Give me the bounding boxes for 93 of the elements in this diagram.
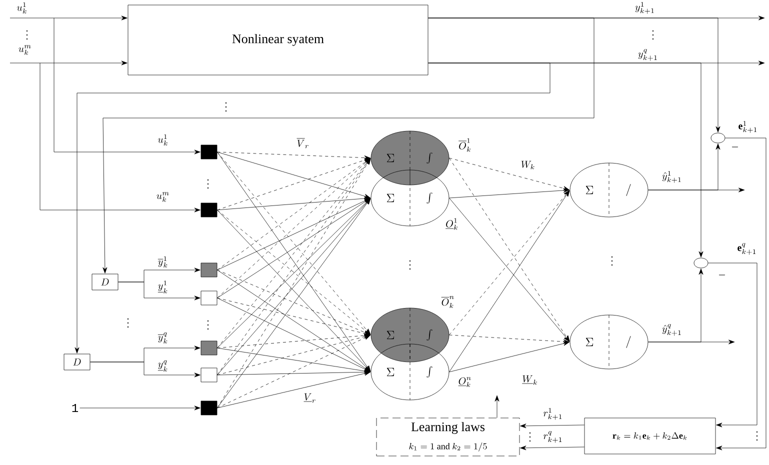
summing-junction xyxy=(710,132,726,144)
delay-box: $D$ xyxy=(92,274,118,290)
arrow xyxy=(10,60,128,66)
arrow xyxy=(217,335,370,408)
signal-label: $\overline{y}_k^1$ xyxy=(158,256,168,268)
arrow xyxy=(494,395,500,418)
arrow xyxy=(74,62,550,354)
arrow xyxy=(217,298,370,372)
signal-label: $y_{k+1}^1$ xyxy=(635,2,654,14)
arrow xyxy=(716,138,766,450)
signal-label: $\underline{V}_r$ xyxy=(304,393,316,403)
arrow xyxy=(217,198,370,270)
delay-box: $D$ xyxy=(64,354,90,370)
arrow xyxy=(90,362,200,378)
arrow xyxy=(708,262,758,428)
summing-junction xyxy=(694,258,708,268)
vertical-ellipsis: $\vdots$ xyxy=(127,318,129,328)
input-square xyxy=(200,368,218,382)
arrow xyxy=(217,198,371,348)
signal-label: $u_k^1$ xyxy=(16,2,26,14)
signal-label: $\underline{W}_k$ xyxy=(522,375,537,385)
arrow xyxy=(217,152,370,198)
arrow xyxy=(648,144,720,190)
signal-label: $\overline{V}_r$ xyxy=(296,138,308,148)
signal-label: $y_{k+1}^q$ xyxy=(638,49,657,61)
signal-label: $u_k^m$ xyxy=(18,45,31,55)
edge-label: $r_{k+1}^q$ xyxy=(544,431,562,443)
signal-label: $\overline{O}_k^n$ xyxy=(441,296,454,308)
minus-sign: $-$ xyxy=(732,146,738,148)
arrow xyxy=(449,334,570,344)
arrow xyxy=(449,158,570,342)
input-square xyxy=(200,400,218,416)
arrow xyxy=(54,18,200,154)
signal-label: $u_k^m$ xyxy=(156,192,169,202)
arrow xyxy=(217,371,370,408)
vertical-ellipsis: $\vdots$ xyxy=(529,432,531,442)
arrow xyxy=(520,424,584,428)
arrow xyxy=(217,158,371,298)
arrow xyxy=(217,370,370,376)
vertical-ellipsis: $\vdots$ xyxy=(225,102,227,112)
arrow xyxy=(217,334,370,376)
signal-label: $\hat{y}_{k+1}^1$ xyxy=(662,170,681,183)
input-square xyxy=(200,290,218,306)
arrow xyxy=(648,268,704,342)
vertical-ellipsis: $\vdots$ xyxy=(409,260,411,270)
input-square xyxy=(200,202,218,218)
signal-label: $\overline{y}_k^q$ xyxy=(158,332,168,344)
signal-label: $\underline{O}_k^n$ xyxy=(458,376,471,387)
vertical-ellipsis: $\vdots$ xyxy=(207,179,209,189)
vertical-ellipsis: $\vdots$ xyxy=(756,431,758,441)
arrow xyxy=(118,282,200,300)
minus-sign: $-$ xyxy=(718,274,726,276)
arrow xyxy=(102,18,594,274)
vertical-ellipsis: $\vdots$ xyxy=(207,320,209,330)
arrow xyxy=(217,198,370,298)
arrow xyxy=(449,188,570,198)
vertical-ellipsis: $\vdots$ xyxy=(611,256,613,266)
signal-label: $W_k$ xyxy=(521,160,534,170)
signal-label: $\mathbf{e}_{k+1}^1$ xyxy=(738,120,757,133)
arrow xyxy=(449,190,570,372)
arrow xyxy=(80,406,200,410)
input-square xyxy=(200,340,218,356)
vertical-ellipsis: $\vdots$ xyxy=(26,30,28,40)
signal-label: $\hat{y}_{k+1}^q$ xyxy=(662,324,681,336)
arrow xyxy=(428,62,704,258)
arrow xyxy=(217,210,371,335)
arrow xyxy=(449,341,570,372)
arrow xyxy=(10,16,128,20)
arrow xyxy=(40,62,200,212)
vertical-ellipsis: $\vdots$ xyxy=(652,30,654,40)
arrow xyxy=(428,18,720,132)
arrow xyxy=(217,298,370,336)
input-square xyxy=(200,262,218,278)
learning-laws-box: Learning laws $k_1 = 1 \mbox{ and } k_2 = 1/5$ xyxy=(376,418,520,456)
arrow xyxy=(217,270,370,372)
arrow xyxy=(520,446,584,450)
arrow xyxy=(449,158,570,191)
input-square xyxy=(200,144,218,160)
edge-label: $r_{k+1}^1$ xyxy=(544,408,562,420)
signal-label: $\mathbf{e}_{k+1}^q$ xyxy=(738,243,756,255)
signal-label: $\underline{y}_k^1$ xyxy=(158,280,168,294)
arrow xyxy=(217,196,370,210)
input-label: 1 xyxy=(72,404,78,412)
arrow xyxy=(217,348,370,374)
signal-label: $\underline{O}_k^1$ xyxy=(446,218,458,230)
system-box: Nonlinear syatem xyxy=(128,4,428,76)
arrow xyxy=(217,158,370,210)
arrow xyxy=(217,198,371,408)
arrow xyxy=(217,152,370,160)
signal-label: $u_k^1$ xyxy=(158,134,168,146)
signal-label: $\underline{y}_k^q$ xyxy=(158,360,168,372)
signal-label: $\overline{O}_k^1$ xyxy=(458,138,470,152)
error-filter-box: $\mathbf{r}_k = k_1\mathbf{e}_k + k_2\Delta\mathbf{e}_k$ xyxy=(584,418,716,454)
